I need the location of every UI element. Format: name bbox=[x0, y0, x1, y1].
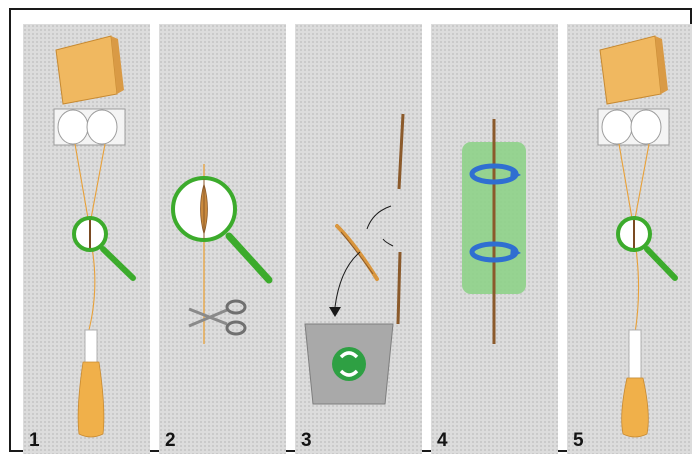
yarn-cone-icon bbox=[622, 330, 649, 437]
magnifier-icon bbox=[74, 218, 133, 278]
scissors-icon bbox=[189, 301, 245, 334]
step-number: 4 bbox=[437, 430, 448, 452]
magnifier-icon bbox=[618, 218, 675, 278]
spool-icon bbox=[600, 36, 668, 104]
splicer-twist-icon bbox=[462, 119, 526, 344]
yarn-fragment-icon bbox=[337, 226, 377, 279]
magnifier-icon bbox=[173, 178, 269, 280]
bobbin-icon bbox=[54, 109, 125, 145]
instruction-frame: 1 2 bbox=[9, 8, 692, 452]
down-arrow-icon bbox=[329, 307, 341, 317]
step-panel-3: 3 bbox=[295, 24, 422, 454]
step-panel-2: 2 bbox=[159, 24, 286, 454]
step-panel-1: 1 bbox=[23, 24, 150, 454]
step-number: 5 bbox=[573, 430, 584, 452]
step-panel-4: 4 bbox=[431, 24, 558, 454]
step-number: 3 bbox=[301, 430, 312, 452]
step-number: 2 bbox=[165, 430, 176, 452]
spool-icon bbox=[56, 36, 124, 104]
yarn-cone-icon bbox=[78, 330, 104, 437]
step-number: 1 bbox=[29, 430, 40, 452]
recycle-bin-icon bbox=[305, 324, 393, 404]
step-panel-5: 5 bbox=[567, 24, 692, 454]
bobbin-icon bbox=[598, 109, 669, 145]
